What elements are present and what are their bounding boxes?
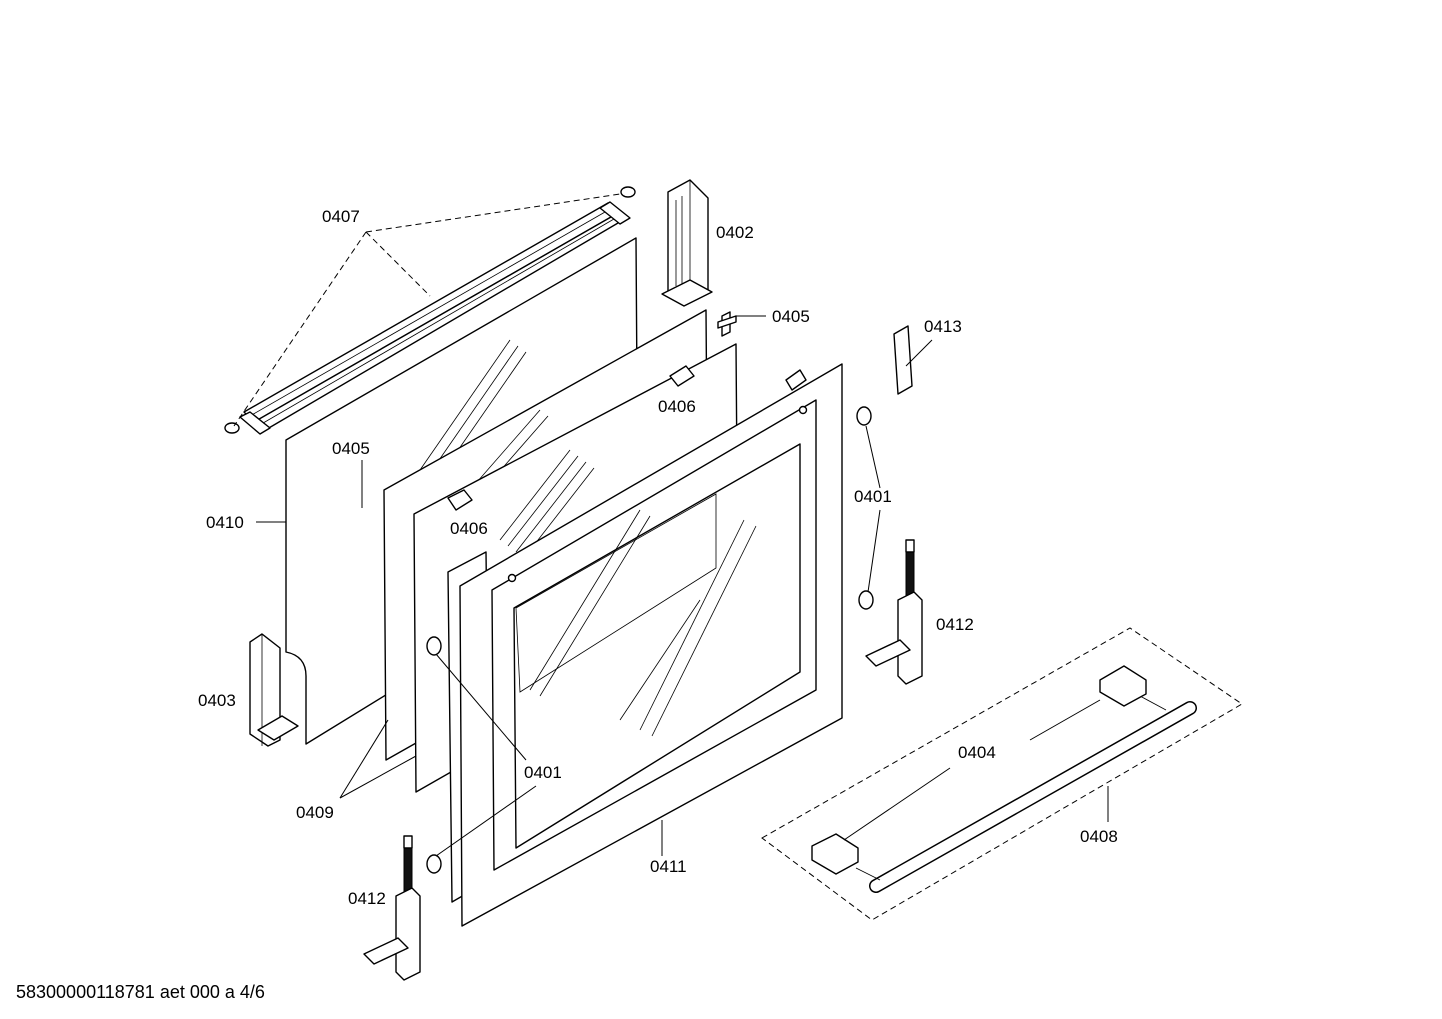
- buffer-right-upper-part: [856, 406, 872, 426]
- seal-strip-part: [893, 325, 913, 395]
- label-0405-lower: 0405: [332, 439, 370, 458]
- glass-clip-upper-part: [669, 365, 695, 387]
- clip-upper-part: [717, 311, 737, 337]
- buffer-left-lower-part: [426, 854, 442, 874]
- label-0412-left: 0412: [348, 889, 386, 908]
- front-door-panel-part: [447, 363, 843, 927]
- top-rail-part: [224, 186, 636, 435]
- label-0406-lower: 0406: [450, 519, 488, 538]
- leader-lines: [233, 193, 1109, 857]
- buffer-left-upper-part: [426, 636, 442, 656]
- hinge-bracket-top-part: [661, 179, 713, 307]
- handle-kit-part: [761, 627, 1243, 921]
- label-0408: 0408: [1080, 827, 1118, 846]
- buffer-right-lower-part: [858, 590, 874, 610]
- hinge-right-part: [865, 539, 923, 685]
- label-0412-right: 0412: [936, 615, 974, 634]
- label-0413: 0413: [924, 317, 962, 336]
- label-0409: 0409: [296, 803, 334, 822]
- label-0403: 0403: [198, 691, 236, 710]
- hinge-bracket-bottom-part: [249, 633, 299, 747]
- drawing-reference-footer: 58300000118781 aet 000 a 4/6: [16, 982, 265, 1002]
- glass-clip-lower-part: [447, 489, 473, 511]
- label-0406-upper: 0406: [658, 397, 696, 416]
- label-0401-right: 0401: [854, 487, 892, 506]
- label-0411: 0411: [650, 857, 687, 876]
- label-0404: 0404: [958, 743, 996, 762]
- label-0405-upper: 0405: [772, 307, 810, 326]
- label-0401-left: 0401: [524, 763, 562, 782]
- label-0402: 0402: [716, 223, 754, 242]
- hinge-left-part: [363, 835, 421, 981]
- label-0410: 0410: [206, 513, 244, 532]
- label-0407: 0407: [322, 207, 360, 226]
